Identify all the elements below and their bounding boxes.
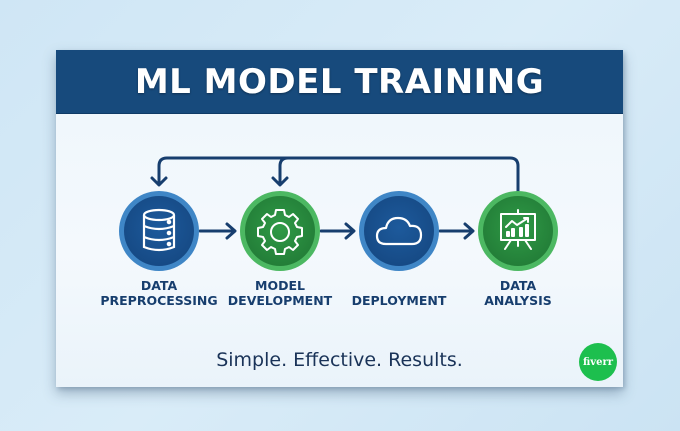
chart-presentation-icon [500, 209, 536, 250]
step-data-analysis [478, 191, 558, 271]
label-data-analysis: DATA ANALYSIS [448, 278, 588, 308]
header-banner: ML MODEL TRAINING [56, 50, 623, 114]
label-line2: DEPLOYMENT [351, 293, 447, 308]
label-line1: MODEL [255, 278, 305, 293]
feedback-loop-arrow [150, 156, 520, 194]
gear-icon [257, 209, 303, 255]
label-line1: DATA [499, 278, 537, 293]
diagram-card: ML MODEL TRAINING [56, 50, 623, 387]
label-line2: PREPROCESSING [100, 293, 218, 308]
forward-arrows [198, 222, 475, 240]
page-title: ML MODEL TRAINING [134, 61, 545, 102]
step-deployment [359, 191, 439, 271]
label-line2: DEVELOPMENT [227, 293, 333, 308]
database-icon [142, 208, 176, 252]
label-deployment: DEPLOYMENT [329, 293, 469, 308]
fiverr-badge: fiverr [579, 343, 617, 381]
label-line1: DATA [140, 278, 178, 293]
cloud-icon [375, 216, 423, 246]
label-line2: ANALYSIS [484, 293, 552, 308]
flow-diagram [119, 156, 558, 271]
step-model-development [240, 191, 320, 271]
tagline: Simple. Effective. Results. [216, 349, 463, 371]
label-model-development: MODEL DEVELOPMENT [210, 278, 350, 308]
step-data-preprocessing [119, 191, 199, 271]
label-data-preprocessing: DATA PREPROCESSING [89, 278, 229, 308]
